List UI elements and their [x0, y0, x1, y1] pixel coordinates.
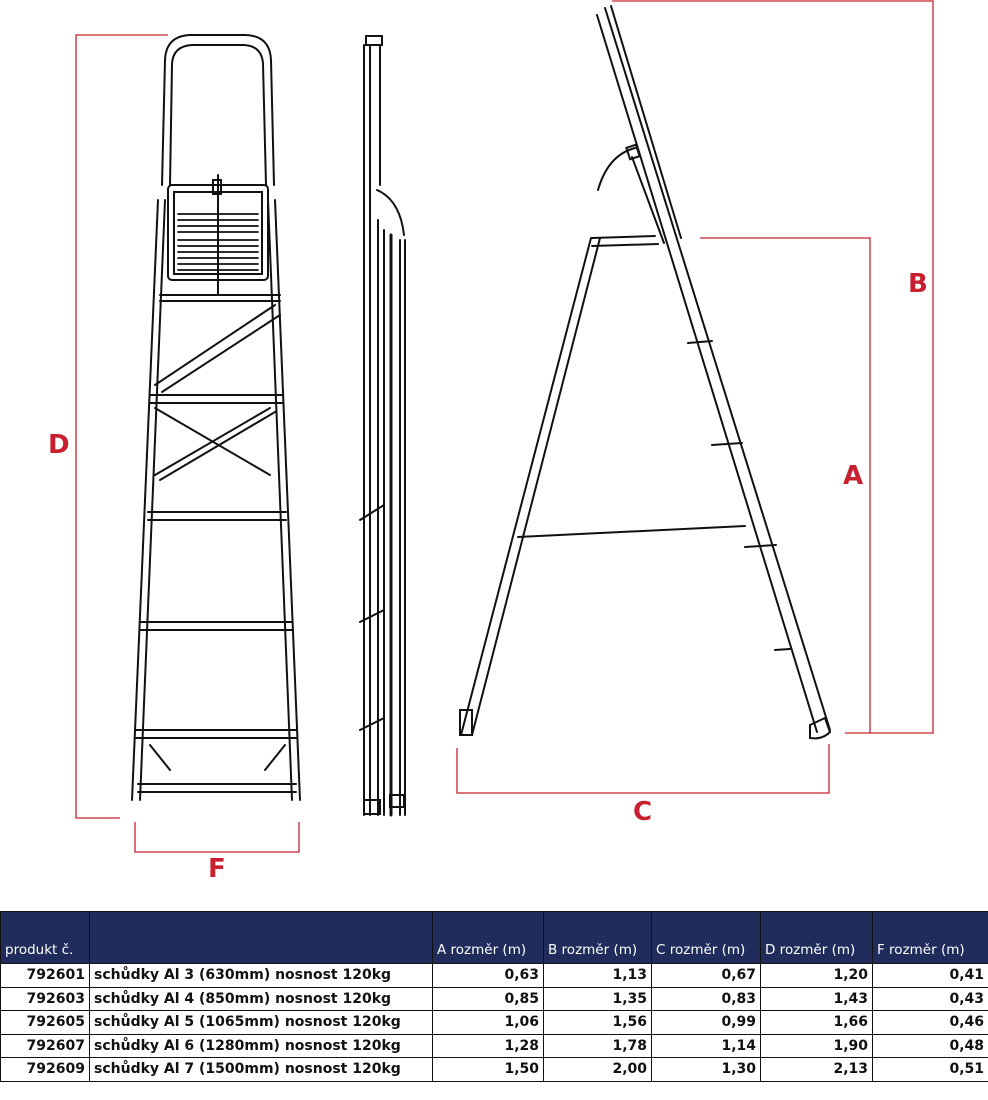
dimension-label-f: F	[208, 854, 226, 884]
table-row: 792603 schůdky Al 4 (850mm) nosnost 120k…	[0, 986, 988, 1011]
header-product-name	[89, 911, 433, 964]
dim-b-value: 1,35	[543, 986, 652, 1011]
dim-c-value: 1,14	[651, 1033, 761, 1058]
dim-b-value: 1,13	[543, 963, 652, 988]
dim-f-value: 0,41	[872, 963, 988, 988]
dim-d-value: 1,43	[760, 986, 873, 1011]
dim-f-value: 0,48	[872, 1033, 988, 1058]
table-row: 792605 schůdky Al 5 (1065mm) nosnost 120…	[0, 1010, 988, 1035]
dim-c-value: 0,99	[651, 1010, 761, 1035]
open-side-view-ladder	[459, 5, 832, 740]
dimension-line-c	[456, 744, 830, 794]
front-view-ladder	[131, 34, 301, 801]
dim-b-value: 1,78	[543, 1033, 652, 1058]
dimension-line-a	[700, 237, 871, 733]
product-name: schůdky Al 4 (850mm) nosnost 120kg	[89, 986, 433, 1011]
dim-a-value: 1,06	[432, 1010, 544, 1035]
dim-d-value: 1,20	[760, 963, 873, 988]
dimension-line-b	[612, 0, 934, 734]
dimension-label-c: C	[633, 797, 653, 827]
product-name: schůdky Al 7 (1500mm) nosnost 120kg	[89, 1057, 433, 1082]
specification-table: produkt č. A rozměr (m) B rozměr (m) C r…	[0, 911, 988, 1082]
table-row: 792601 schůdky Al 3 (630mm) nosnost 120k…	[0, 963, 988, 988]
dimension-line-f	[134, 822, 300, 853]
dim-a-value: 0,85	[432, 986, 544, 1011]
header-product-code: produkt č.	[0, 911, 90, 964]
dim-a-value: 0,63	[432, 963, 544, 988]
dim-c-value: 0,67	[651, 963, 761, 988]
product-code: 792609	[0, 1057, 90, 1082]
header-dim-a: A rozměr (m)	[432, 911, 544, 964]
table-header-row: produkt č. A rozměr (m) B rozměr (m) C r…	[0, 911, 988, 964]
product-name: schůdky Al 3 (630mm) nosnost 120kg	[89, 963, 433, 988]
dim-c-value: 1,30	[651, 1057, 761, 1082]
product-code: 792607	[0, 1033, 90, 1058]
product-code: 792603	[0, 986, 90, 1011]
dimension-label-a: A	[843, 461, 864, 491]
table-row: 792607 schůdky Al 6 (1280mm) nosnost 120…	[0, 1033, 988, 1058]
dim-f-value: 0,46	[872, 1010, 988, 1035]
header-dim-f: F rozměr (m)	[872, 911, 988, 964]
product-name: schůdky Al 6 (1280mm) nosnost 120kg	[89, 1033, 433, 1058]
product-name: schůdky Al 5 (1065mm) nosnost 120kg	[89, 1010, 433, 1035]
dim-f-value: 0,51	[872, 1057, 988, 1082]
dimension-label-d: D	[48, 430, 70, 460]
dim-d-value: 2,13	[760, 1057, 873, 1082]
header-dim-b: B rozměr (m)	[543, 911, 652, 964]
dimension-lines	[75, 0, 934, 853]
dim-c-value: 0,83	[651, 986, 761, 1011]
product-code: 792601	[0, 963, 90, 988]
dim-b-value: 1,56	[543, 1010, 652, 1035]
dim-d-value: 1,90	[760, 1033, 873, 1058]
dim-f-value: 0,43	[872, 986, 988, 1011]
header-dim-c: C rozměr (m)	[651, 911, 761, 964]
dimension-label-b: B	[908, 269, 928, 299]
folded-side-view-ladder	[359, 35, 406, 817]
dim-b-value: 2,00	[543, 1057, 652, 1082]
dimension-line-d	[75, 34, 168, 819]
table-row: 792609 schůdky Al 7 (1500mm) nosnost 120…	[0, 1057, 988, 1082]
ladder-technical-drawing	[75, 0, 934, 853]
dim-a-value: 1,50	[432, 1057, 544, 1082]
dim-a-value: 1,28	[432, 1033, 544, 1058]
product-code: 792605	[0, 1010, 90, 1035]
dim-d-value: 1,66	[760, 1010, 873, 1035]
header-dim-d: D rozměr (m)	[760, 911, 873, 964]
